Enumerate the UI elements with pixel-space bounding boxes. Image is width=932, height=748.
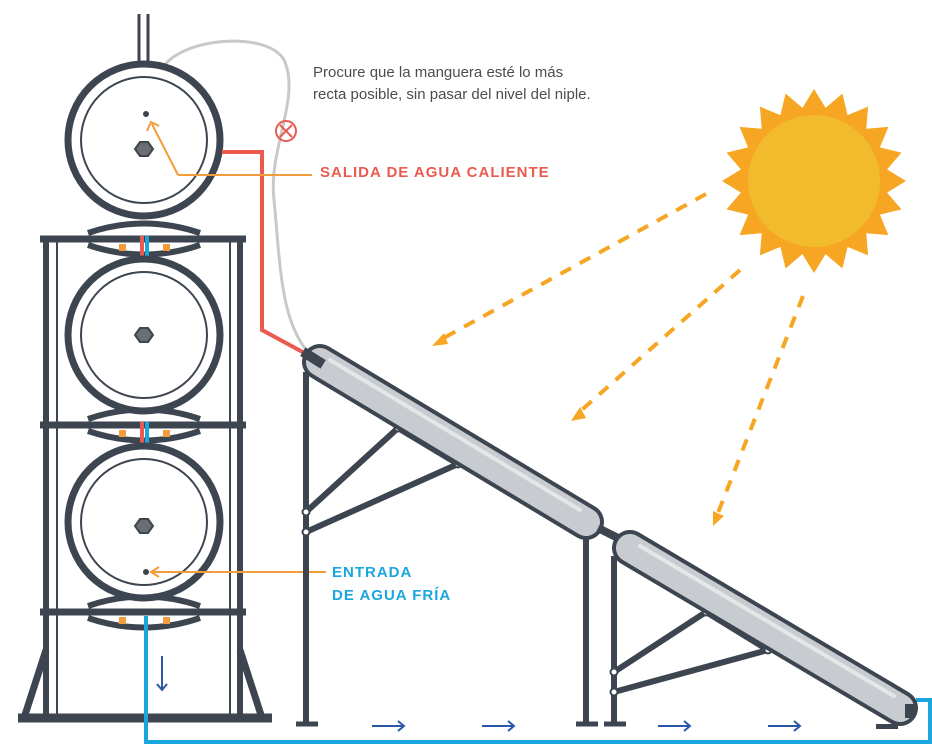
tank-plug xyxy=(133,327,155,343)
tank-connector xyxy=(140,236,149,446)
down-arrow-icon xyxy=(156,656,168,692)
cold-inlet-pointer xyxy=(149,566,326,578)
no-entry-x-icon xyxy=(275,120,297,142)
stand-joints xyxy=(301,423,773,697)
tank-bolts xyxy=(119,244,170,624)
note-line-1: Procure que la manguera esté lo más xyxy=(313,64,564,81)
cold-water-inlet-label: ENTRADA DE AGUA FRÍA xyxy=(332,561,451,607)
flow-arrows xyxy=(372,720,802,732)
collector-tube-upper xyxy=(302,344,604,540)
sun-icon xyxy=(722,89,906,273)
cold-label-line-1: ENTRADA xyxy=(332,564,413,581)
right-arrow-icon xyxy=(482,720,516,732)
hot-water-pipe xyxy=(222,150,311,358)
note-line-2: recta posible, sin pasar del nivel del n… xyxy=(313,86,591,103)
right-arrow-icon xyxy=(372,720,406,732)
hot-outlet-port xyxy=(143,111,149,117)
tank-bottom xyxy=(64,442,224,602)
hot-outlet-pointer xyxy=(146,120,312,176)
tank-middle xyxy=(64,255,224,415)
tank-plug xyxy=(133,518,155,534)
cold-water-pipe xyxy=(144,616,932,744)
right-arrow-icon xyxy=(768,720,802,732)
hose-instruction-note: Procure que la manguera esté lo más rect… xyxy=(313,62,733,106)
sunlight-rays xyxy=(439,192,805,519)
collector-tube-lower xyxy=(612,530,918,726)
tube-connector xyxy=(596,524,620,542)
cold-inlet-port xyxy=(143,569,149,575)
hot-water-outlet-label: SALIDA DE AGUA CALIENTE xyxy=(320,164,550,181)
sunlight-arrowheads xyxy=(432,333,724,526)
right-arrow-icon xyxy=(658,720,692,732)
tank-plug xyxy=(133,141,155,157)
tank-top xyxy=(64,60,224,220)
cold-label-line-2: DE AGUA FRÍA xyxy=(332,587,452,604)
tube-end-caps xyxy=(300,347,915,729)
